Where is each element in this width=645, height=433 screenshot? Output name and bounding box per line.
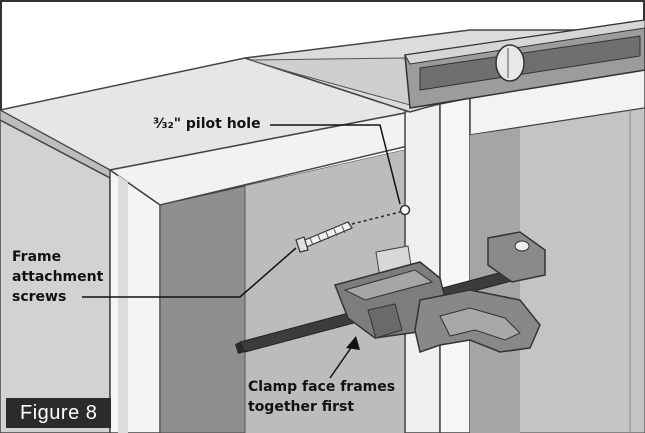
level-vial-icon	[495, 44, 525, 82]
pilot-hole-label: ³⁄₃₂" pilot hole	[153, 116, 261, 132]
bar-clamp-icon	[235, 231, 546, 354]
pilot-hole-leader	[270, 124, 401, 205]
clamp-label-line2: together first	[248, 399, 355, 415]
pilot-hole-icon	[399, 204, 411, 216]
arrow-head-icon	[346, 336, 360, 350]
frame-screws-label-line3: screws	[12, 289, 67, 305]
leader-lines	[82, 124, 401, 379]
frame-screws-label-line2: attachment	[12, 269, 104, 285]
level-tool	[404, 19, 645, 109]
screw-icon	[295, 221, 353, 253]
figure-badge: Figure 8	[6, 398, 112, 428]
left-cabinet	[0, 57, 441, 433]
left-face-frame-stile	[109, 168, 161, 433]
right-face-frame-stile	[439, 97, 471, 433]
frame-screws-leader	[82, 247, 297, 298]
pilot-hole-marker	[351, 204, 411, 225]
frame-screws-label-line1: Frame	[12, 249, 62, 265]
left-cabinet-side	[0, 119, 111, 433]
clamp-label-line1: Clamp face frames	[248, 379, 396, 395]
